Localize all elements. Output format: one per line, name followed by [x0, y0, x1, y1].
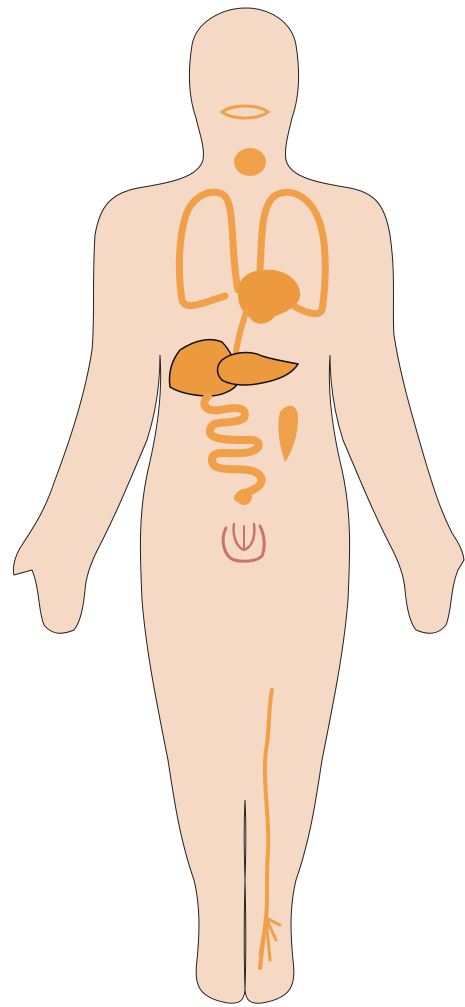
thyroid — [234, 148, 266, 176]
small-intestine-end — [236, 489, 252, 505]
